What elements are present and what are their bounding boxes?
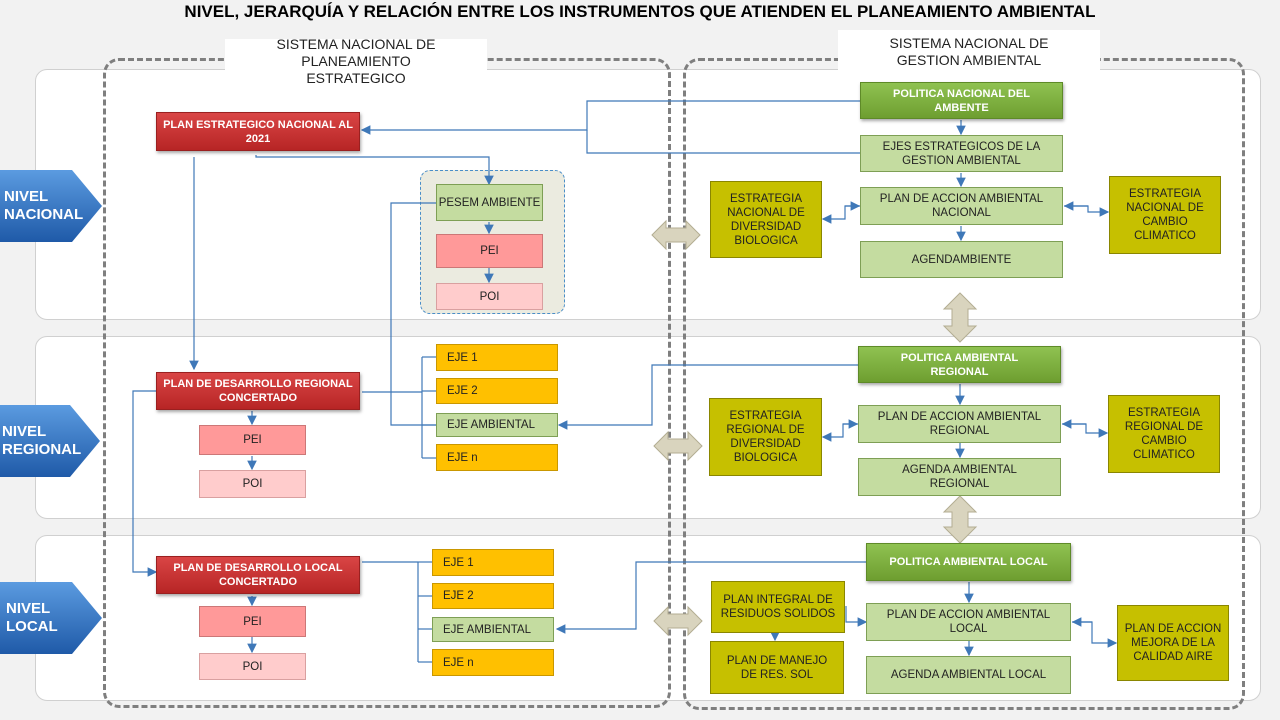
pesem-pei: PEI xyxy=(436,234,543,268)
plan-calidad-aire: PLAN DE ACCION MEJORA DE LA CALIDAD AIRE xyxy=(1117,605,1229,681)
nivel-arrow-regional xyxy=(0,405,100,477)
page-title: NIVEL, JERARQUÍA Y RELACIÓN ENTRE LOS IN… xyxy=(184,2,1096,21)
pesem-ambiente: PESEM AMBIENTE xyxy=(436,184,543,221)
estrategia-cambio-climatico-nacional: ESTRATEGIA NACIONAL DE CAMBIO CLIMATICO xyxy=(1109,176,1221,254)
agenda-ambiental-regional: AGENDA AMBIENTAL REGIONAL xyxy=(858,458,1061,496)
agendambiente: AGENDAMBIENTE xyxy=(860,241,1063,278)
pdrc-pei: PEI xyxy=(199,425,306,455)
system-label-planeamiento: SISTEMA NACIONAL DE PLANEAMIENTO ESTRATE… xyxy=(225,36,487,86)
regional-eje-n: EJE n xyxy=(436,444,558,471)
pesem-poi: POI xyxy=(436,283,543,310)
plan-desarrollo-local: PLAN DE DESARROLLO LOCAL CONCERTADO xyxy=(156,556,360,594)
regional-eje-2: EJE 2 xyxy=(436,378,558,404)
estrategia-diversidad-regional: ESTRATEGIA REGIONAL DE DIVERSIDAD BIOLOG… xyxy=(709,398,822,476)
pdlc-poi: POI xyxy=(199,653,306,680)
system-label-gestion: SISTEMA NACIONAL DE GESTION AMBIENTAL xyxy=(838,30,1100,74)
estrategia-cambio-climatico-regional: ESTRATEGIA REGIONAL DE CAMBIO CLIMATICO xyxy=(1108,395,1220,473)
regional-eje-ambiental: EJE AMBIENTAL xyxy=(436,413,558,437)
politica-ambiental-regional: POLITICA AMBIENTAL REGIONAL xyxy=(858,346,1061,383)
local-eje-2: EJE 2 xyxy=(432,583,554,609)
regional-eje-1: EJE 1 xyxy=(436,344,558,371)
nivel-label-nacional: NIVEL NACIONAL xyxy=(4,188,84,223)
pdrc-poi: POI xyxy=(199,470,306,498)
agenda-ambiental-local: AGENDA AMBIENTAL LOCAL xyxy=(866,656,1071,694)
pdlc-pei: PEI xyxy=(199,606,306,637)
local-eje-1: EJE 1 xyxy=(432,549,554,576)
plan-accion-local: PLAN DE ACCION AMBIENTAL LOCAL xyxy=(866,603,1071,641)
plan-desarrollo-regional: PLAN DE DESARROLLO REGIONAL CONCERTADO xyxy=(156,372,360,410)
politica-ambiental-local: POLITICA AMBIENTAL LOCAL xyxy=(866,543,1071,581)
ejes-estrategicos-gestion: EJES ESTRATEGICOS DE LA GESTION AMBIENTA… xyxy=(860,135,1063,172)
local-eje-n: EJE n xyxy=(432,649,554,676)
politica-nacional-ambiente: POLITICA NACIONAL DEL AMBENTE xyxy=(860,82,1063,119)
local-eje-ambiental: EJE AMBIENTAL xyxy=(432,617,554,642)
nivel-arrow-nacional xyxy=(0,170,102,242)
plan-estrategico-nacional: PLAN ESTRATEGICO NACIONAL AL 2021 xyxy=(156,112,360,151)
nivel-label-regional: NIVEL REGIONAL xyxy=(2,423,82,458)
plan-accion-nacional: PLAN DE ACCION AMBIENTAL NACIONAL xyxy=(860,187,1063,225)
plan-integral-residuos: PLAN INTEGRAL DE RESIDUOS SOLIDOS xyxy=(711,581,845,633)
plan-manejo-residuos: PLAN DE MANEJO DE RES. SOL xyxy=(710,641,844,694)
estrategia-diversidad-nacional: ESTRATEGIA NACIONAL DE DIVERSIDAD BIOLOG… xyxy=(710,181,822,258)
nivel-arrow-local xyxy=(0,582,102,654)
nivel-label-local: NIVEL LOCAL xyxy=(6,600,58,635)
plan-accion-regional: PLAN DE ACCION AMBIENTAL REGIONAL xyxy=(858,405,1061,443)
